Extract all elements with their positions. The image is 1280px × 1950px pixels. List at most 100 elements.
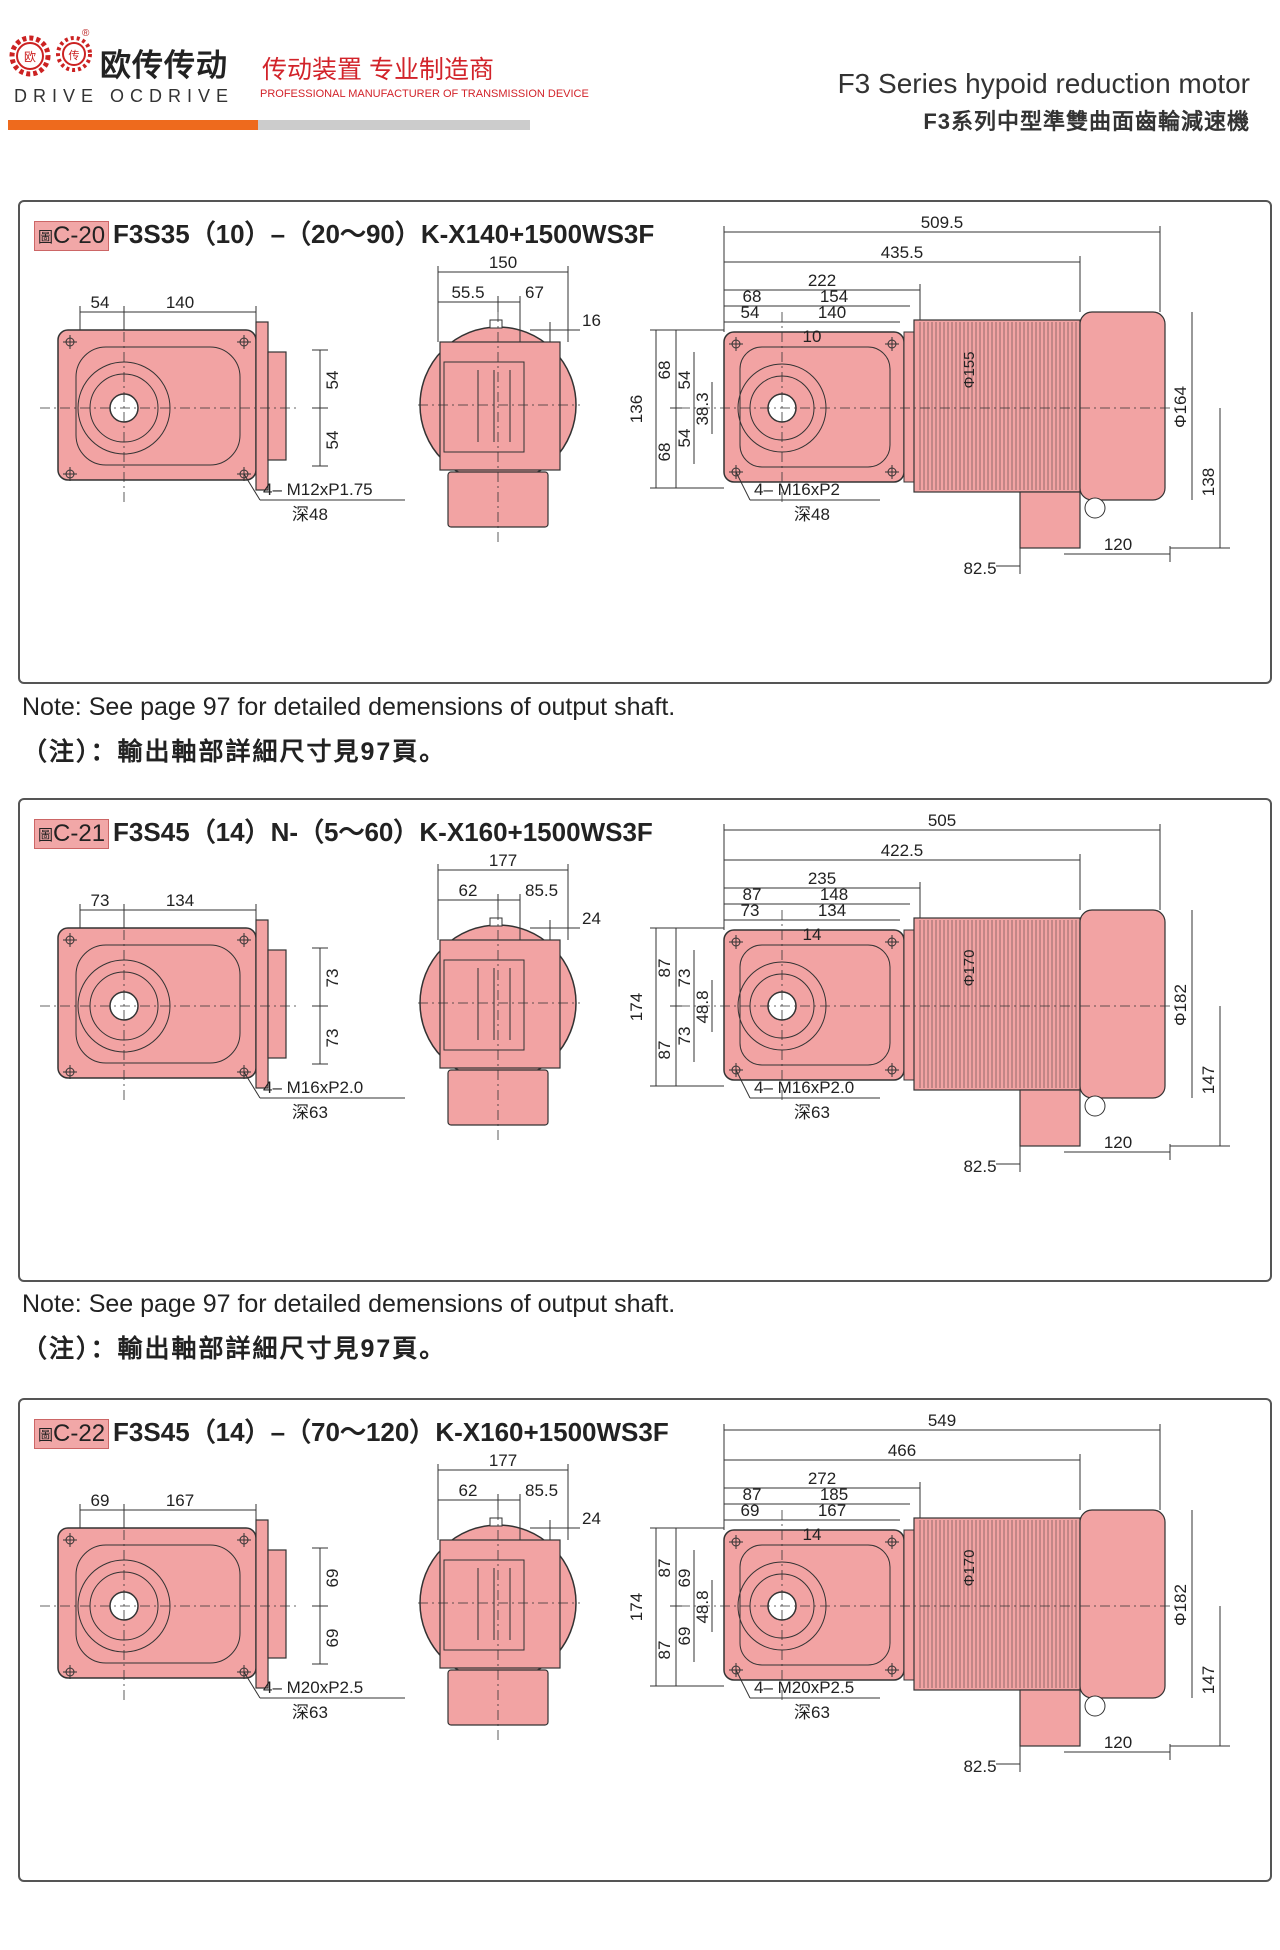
thread-depth: 深63 [794,1703,830,1722]
dimension-label: 24 [582,1509,601,1528]
dimension-label: 82.5 [963,1157,996,1176]
dimension-line [735,1069,751,1099]
dimension-label: 167 [166,1491,194,1510]
terminal-box [1019,1689,1081,1747]
dimension-label: 54 [91,293,110,312]
note-cn: （注）：輸出軸部詳細尺寸見97頁。 [22,1335,447,1363]
cable-gland-icon [1084,1695,1106,1717]
front-inner-outline [75,346,241,466]
svg-text:欧: 欧 [24,50,36,64]
dimension-label: 85.5 [525,1481,558,1500]
dimension-label: 177 [489,1451,517,1470]
dimension-line [735,471,751,501]
dimension-label: 69 [323,1569,342,1588]
thread-depth: 深48 [794,505,830,524]
dimension-label: 222 [808,271,836,290]
dimension-label: 82.5 [963,1757,996,1776]
dimension-label: 54 [675,429,694,448]
dimension-label: 120 [1104,1133,1132,1152]
dimension-label: 24 [582,909,601,928]
dimension-label: 87 [655,1641,674,1660]
gearbox-inner-outline [739,1544,891,1666]
front-inner-outline [75,944,241,1064]
header-accent-bar [8,120,258,130]
dimension-label: 120 [1104,1733,1132,1752]
dimension-label: 138 [1199,468,1218,496]
thread-spec: 4– M20xP2.5 [754,1678,854,1697]
dimension-label: 87 [743,885,762,904]
dimension-label: 235 [808,869,836,888]
flange-boss [267,1549,287,1659]
dimension-label: 54 [323,371,342,390]
dimension-label: 69 [741,1501,760,1520]
gearbox-front-body [57,927,257,1079]
side-key [489,1517,503,1527]
dimension-label: 16 [582,311,601,330]
figure-tag-char: 圖 [38,827,54,845]
dimension-label: 87 [743,1485,762,1504]
side-housing [439,341,561,471]
dimension-label: 38.3 [693,392,712,425]
dimension-label: 505 [928,811,956,830]
dimension-label: 509.5 [921,213,964,232]
motor-fan-cover [1079,909,1166,1099]
note-en: Note: See page 97 for detailed demension… [22,693,676,721]
dimension-label: 62 [459,881,478,900]
slogan-cn: 传动装置 专业制造商 [262,56,494,84]
cable-gland-icon [1084,1095,1106,1117]
flange-boss [267,949,287,1059]
dimension-line [243,1671,261,1699]
slogan-en: PROFESSIONAL MANUFACTURER OF TRANSMISSIO… [260,88,589,100]
dimension-line [243,1071,261,1099]
dimension-label: 68 [655,443,674,462]
dimension-label: 134 [166,891,194,910]
gear-logo-icon: 传 [56,36,92,72]
motor-adapter [903,331,915,483]
gear-logo-icon: 欧 [9,35,51,77]
dimension-label: 68 [655,361,674,380]
dimension-label: 147 [1199,1066,1218,1094]
terminal-box [1019,491,1081,549]
thread-spec: 4– M16xP2.0 [754,1078,854,1097]
side-key [489,319,503,329]
figure-tag: 圖C-21 [34,819,110,849]
dimension-label: Φ182 [1171,1584,1190,1626]
dimension-label: 55.5 [451,283,484,302]
dimension-label: 48.8 [693,1590,712,1623]
figure-tag-number: C-22 [53,1420,106,1447]
thread-spec: 4– M20xP2.5 [263,1678,363,1697]
front-inner-outline [75,1544,241,1664]
motor-adapter [903,929,915,1081]
dimension-label: 54 [323,431,342,450]
thread-depth: 深63 [292,1703,328,1722]
figure-tag: 圖C-22 [34,1419,110,1449]
figure-tag-char: 圖 [38,229,54,247]
dimension-label: Φ170 [961,1550,978,1587]
dimension-label: 82.5 [963,559,996,578]
dimension-label: 14 [803,925,822,944]
dimension-label: Φ155 [961,352,978,389]
dimension-label: 435.5 [881,243,924,262]
flange-boss [267,351,287,461]
registered-mark: ® [82,28,90,39]
dimension-label: Φ182 [1171,984,1190,1026]
model-number: F3S45（14）–（70～120）K-X160+1500WS3F [113,1417,669,1447]
figure-tag-number: C-21 [53,820,106,847]
page-title-en: F3 Series hypoid reduction motor [837,68,1250,99]
dimension-label: 69 [675,1569,694,1588]
terminal-box [1019,1089,1081,1147]
flange-plate [255,321,269,491]
side-housing [439,1539,561,1669]
motor-stator [913,319,1081,493]
